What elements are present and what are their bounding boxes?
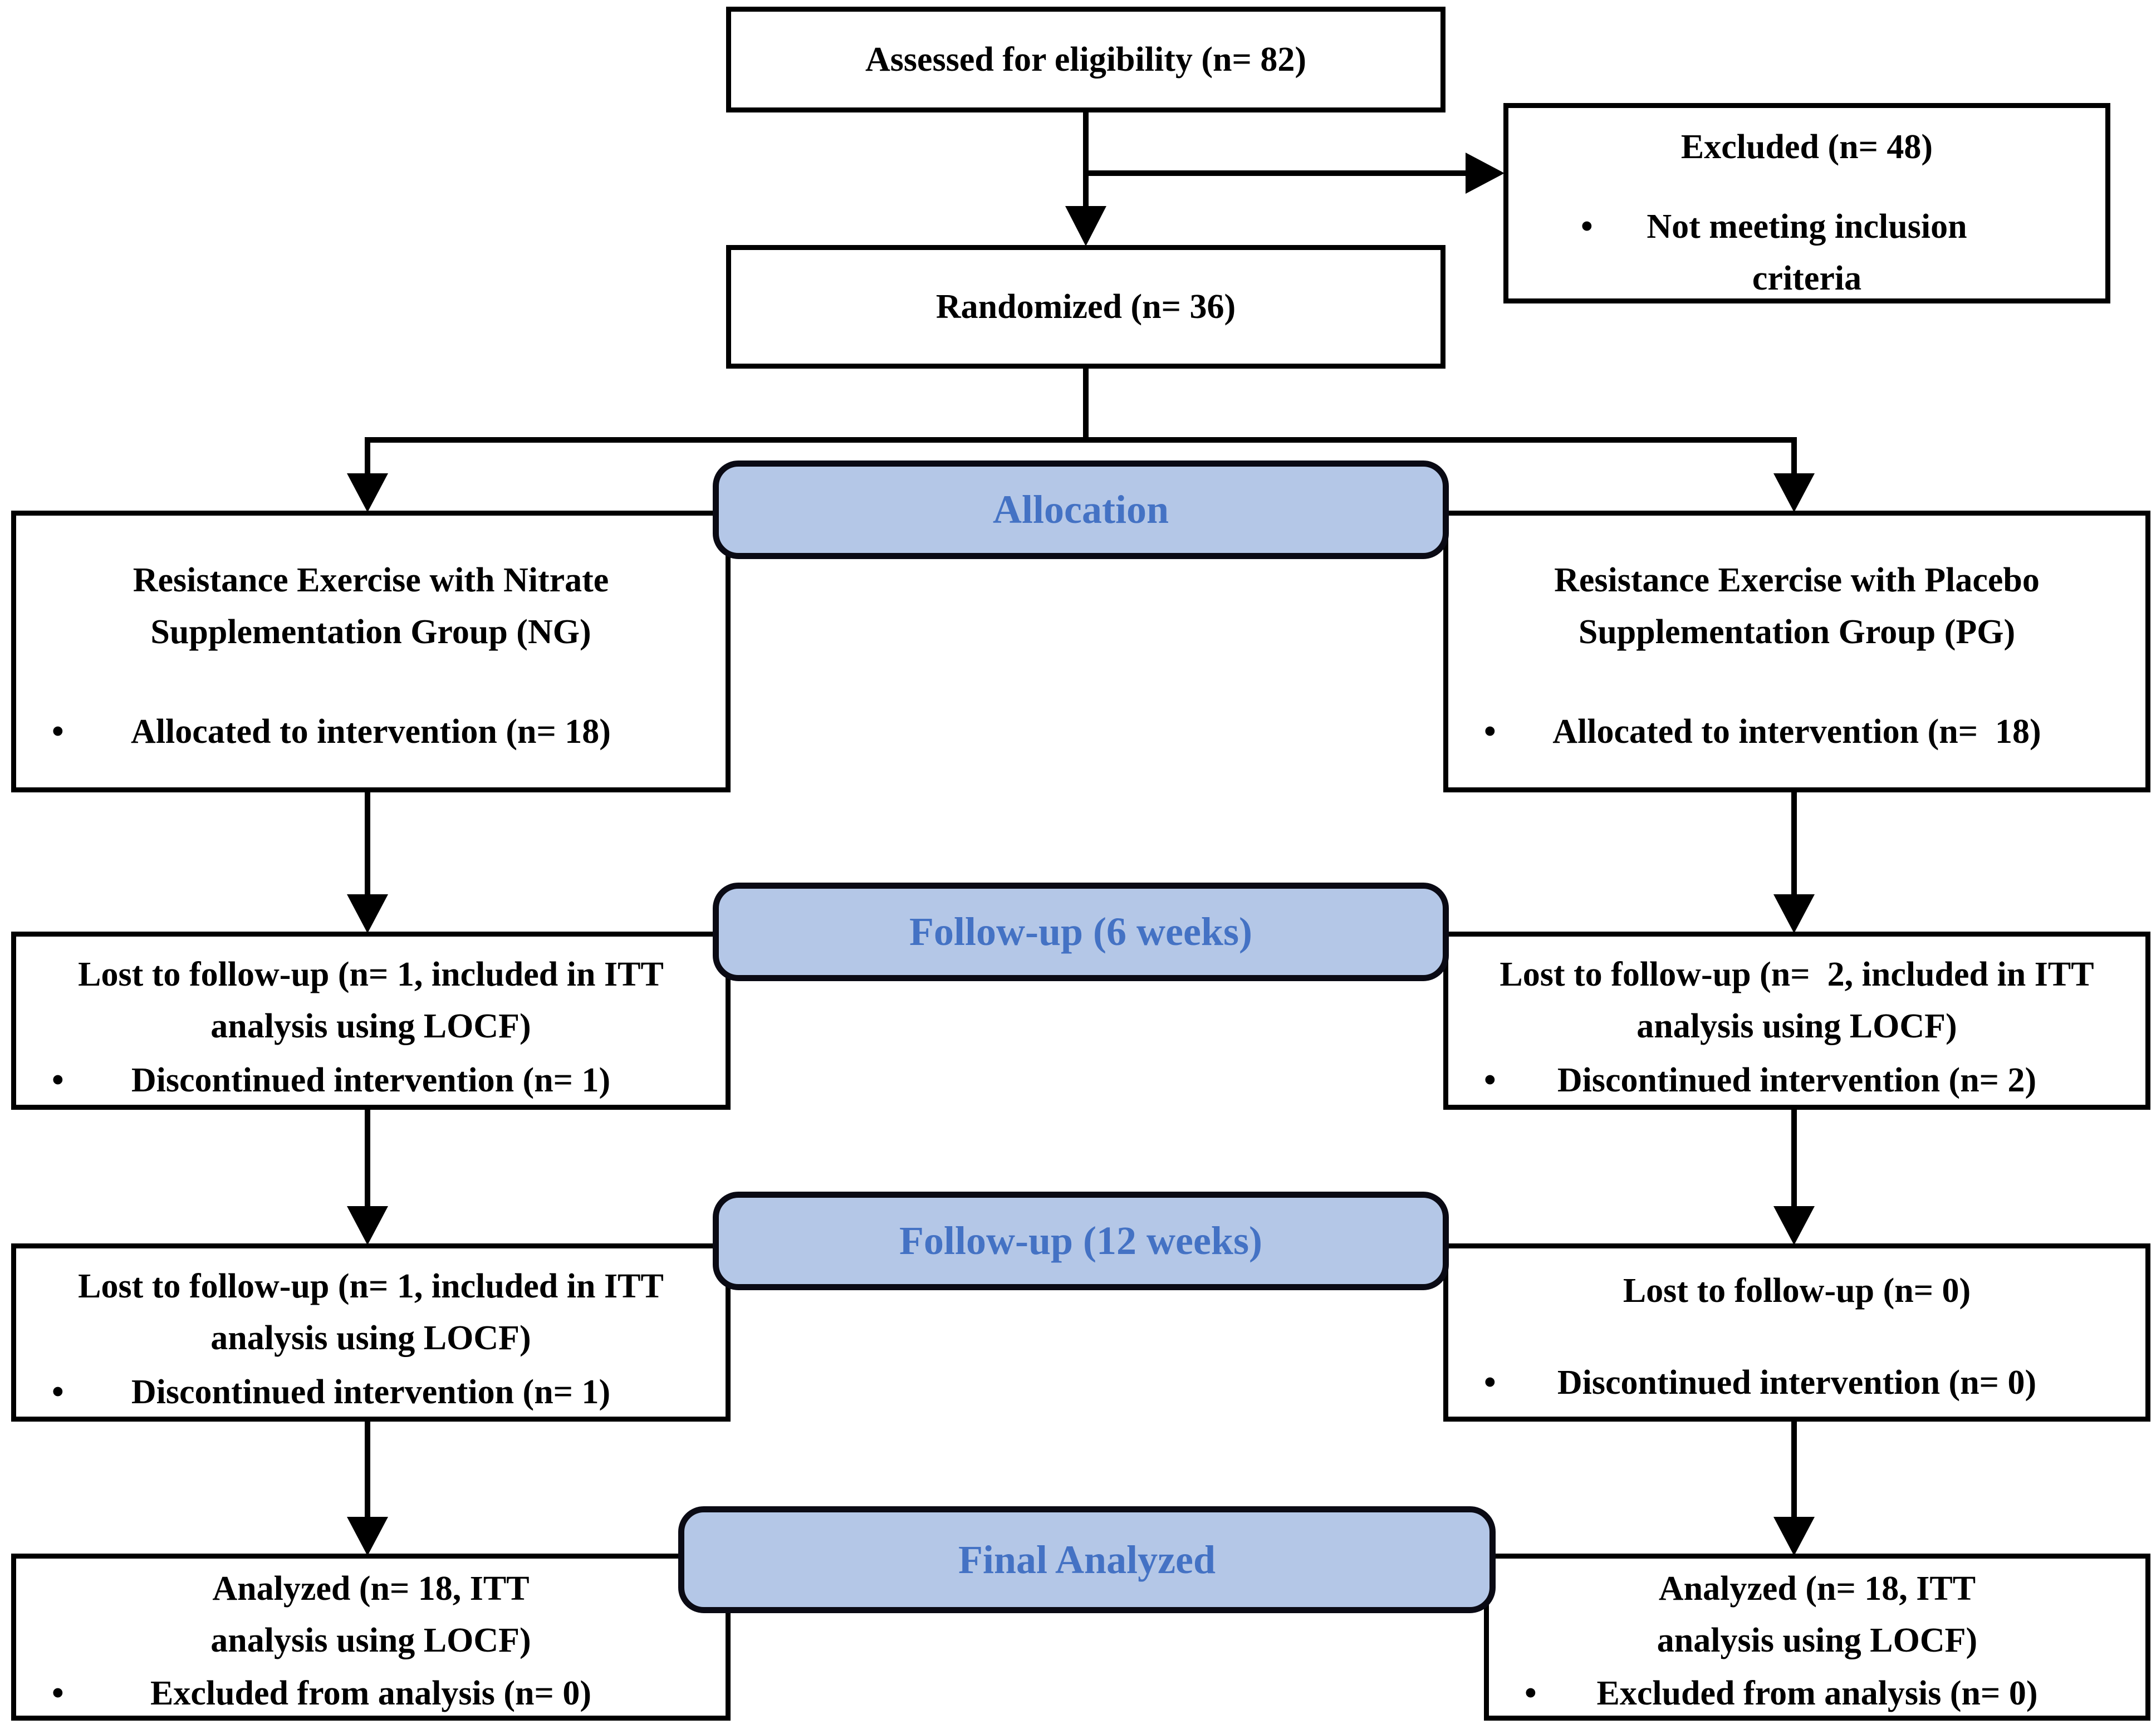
pg-allocation-box: Resistance Exercise with Placebo Supplem… — [1443, 511, 2150, 792]
ng-followup6-box: Lost to follow-up (n= 1, included in ITT… — [11, 932, 731, 1110]
ng-final-bullet-row: • Excluded from analysis (n= 0) — [16, 1668, 726, 1720]
ng-final-bullet-text: Excluded from analysis (n= 0) — [150, 1674, 592, 1712]
ng-fu12-bullet-text: Discontinued intervention (n= 1) — [131, 1373, 611, 1411]
pg-fu12-bullet-row: • Discontinued intervention (n= 0) — [1448, 1357, 2145, 1409]
ng-fu12-title: Lost to follow-up (n= 1, included in ITT… — [78, 1267, 673, 1357]
pg-group-bullet-text: Allocated to intervention (n= 18) — [1552, 713, 2041, 751]
pg-followup6-box: Lost to follow-up (n= 2, included in ITT… — [1443, 932, 2150, 1110]
ng-group-title: Resistance Exercise with Nitrate Supplem… — [133, 561, 618, 651]
randomized-box: Randomized (n= 36) — [726, 245, 1445, 369]
pg-group-bullet-row: • Allocated to intervention (n= 18) — [1448, 706, 2145, 758]
ng-fu6-bullet-row: • Discontinued intervention (n= 1) — [16, 1055, 726, 1106]
ng-final-title: Analyzed (n= 18, ITT analysis using LOCF… — [210, 1570, 538, 1659]
pg-final-bullet-text: Excluded from analysis (n= 0) — [1596, 1674, 2038, 1712]
pg-fu6-bullet-row: • Discontinued intervention (n= 2) — [1448, 1055, 2145, 1106]
bullet-glyph: • — [1581, 208, 1593, 246]
ng-fu6-bullet-text: Discontinued intervention (n= 1) — [131, 1061, 611, 1099]
bullet-glyph: • — [1484, 1364, 1496, 1402]
pg-group-title: Resistance Exercise with Placebo Supplem… — [1554, 561, 2049, 651]
ng-group-bullet-text: Allocated to intervention (n= 18) — [131, 713, 611, 751]
bullet-glyph: • — [52, 1373, 64, 1411]
excluded-bullet-text: Not meeting inclusion criteria — [1647, 208, 1976, 297]
ng-allocation-box: Resistance Exercise with Nitrate Supplem… — [11, 511, 731, 792]
final-analyzed-banner-label: Final Analyzed — [958, 1537, 1216, 1582]
followup6-banner-label: Follow-up (6 weeks) — [909, 909, 1252, 954]
allocation-banner: Allocation — [713, 461, 1449, 559]
pg-final-bullet-row: • Excluded from analysis (n= 0) — [1489, 1668, 2145, 1720]
followup12-banner-label: Follow-up (12 weeks) — [899, 1218, 1262, 1263]
bullet-glyph: • — [1484, 1061, 1496, 1099]
final-analyzed-banner: Final Analyzed — [678, 1506, 1496, 1613]
assessed-label: Assessed for eligibility (n= 82) — [865, 40, 1306, 79]
bullet-glyph: • — [52, 1061, 64, 1099]
pg-followup12-box: Lost to follow-up (n= 0) • Discontinued … — [1443, 1243, 2150, 1422]
followup6-banner: Follow-up (6 weeks) — [713, 883, 1449, 981]
ng-fu6-title: Lost to follow-up (n= 1, included in ITT… — [78, 956, 673, 1045]
assessed-for-eligibility-box: Assessed for eligibility (n= 82) — [726, 7, 1445, 112]
pg-final-title: Analyzed (n= 18, ITT analysis using LOCF… — [1657, 1570, 1984, 1659]
ng-followup12-box: Lost to follow-up (n= 1, included in ITT… — [11, 1243, 731, 1422]
bullet-glyph: • — [52, 713, 64, 751]
pg-fu12-title: Lost to follow-up (n= 0) — [1623, 1272, 1971, 1310]
pg-analyzed-box: Analyzed (n= 18, ITT analysis using LOCF… — [1484, 1554, 2150, 1721]
excluded-bullet-row: • Not meeting inclusion criteria — [1508, 201, 2105, 305]
ng-group-bullet-row: • Allocated to intervention (n= 18) — [16, 706, 726, 758]
bullet-glyph: • — [1525, 1674, 1537, 1712]
pg-fu6-bullet-text: Discontinued intervention (n= 2) — [1557, 1061, 2037, 1099]
excluded-box: Excluded (n= 48) • Not meeting inclusion… — [1503, 103, 2110, 303]
pg-fu12-bullet-text: Discontinued intervention (n= 0) — [1557, 1364, 2037, 1402]
pg-fu6-title: Lost to follow-up (n= 2, included in ITT… — [1500, 956, 2103, 1045]
bullet-glyph: • — [52, 1674, 64, 1712]
randomized-label: Randomized (n= 36) — [935, 287, 1236, 326]
allocation-banner-label: Allocation — [993, 487, 1169, 532]
bullet-glyph: • — [1484, 713, 1496, 751]
excluded-title: Excluded (n= 48) — [1680, 128, 1933, 166]
ng-analyzed-box: Analyzed (n= 18, ITT analysis using LOCF… — [11, 1554, 731, 1721]
followup12-banner: Follow-up (12 weeks) — [713, 1192, 1449, 1290]
ng-fu12-bullet-row: • Discontinued intervention (n= 1) — [16, 1366, 726, 1418]
